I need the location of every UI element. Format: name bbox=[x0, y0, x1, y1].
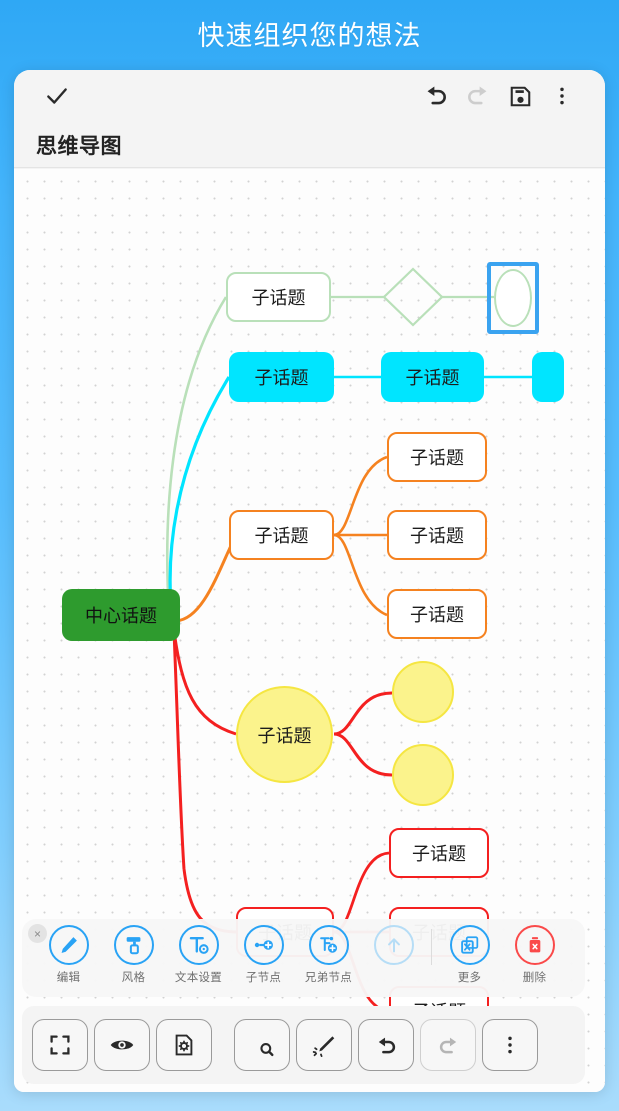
ctx-circle-text-settings bbox=[178, 925, 219, 965]
ctx-label-style: 风格 bbox=[121, 972, 146, 984]
node-label: 子话题 bbox=[405, 368, 460, 388]
eye-icon bbox=[110, 1040, 134, 1050]
ctx-item-more[interactable]: 更多 bbox=[437, 925, 502, 985]
node-label: 子话题 bbox=[410, 526, 464, 546]
magic-button[interactable] bbox=[296, 1019, 352, 1071]
search-button[interactable] bbox=[234, 1019, 290, 1071]
undo-button-bottom[interactable] bbox=[358, 1019, 414, 1071]
mindmap-node-orange-child-3[interactable]: 子话题 bbox=[387, 589, 487, 639]
paint-roller-icon bbox=[126, 937, 140, 955]
confirm-button[interactable] bbox=[36, 75, 78, 117]
overflow-menu-button[interactable] bbox=[541, 75, 583, 117]
node-context-toolbar: × 编辑 风格 bbox=[22, 919, 585, 997]
mindmap-node-green-3[interactable] bbox=[494, 269, 532, 327]
node-label: 中心话题 bbox=[85, 606, 157, 626]
mindmap-node-yellow-parent[interactable]: 子话题 bbox=[236, 686, 333, 783]
mindmap-node-green-1[interactable]: 子话题 bbox=[226, 272, 331, 322]
more-layers-icon bbox=[460, 936, 478, 954]
pencil-icon bbox=[61, 937, 77, 953]
bottom-overflow-button[interactable] bbox=[482, 1019, 538, 1071]
ctx-circle-edit bbox=[48, 925, 89, 965]
magic-wand-icon bbox=[312, 1035, 334, 1057]
node-label: 子话题 bbox=[251, 288, 306, 308]
node-label: 子话题 bbox=[410, 448, 464, 468]
ctx-label-more: 更多 bbox=[457, 972, 482, 984]
mindmap-node-cyan-2[interactable]: 子话题 bbox=[381, 352, 484, 402]
mindmap-node-orange-parent[interactable]: 子话题 bbox=[229, 510, 334, 560]
ctx-label-delete: 删除 bbox=[522, 972, 547, 984]
more-vertical-icon bbox=[560, 87, 564, 105]
node-label: 子话题 bbox=[257, 725, 312, 746]
ctx-label-edit: 编辑 bbox=[56, 972, 81, 984]
node-label: 子话题 bbox=[410, 605, 464, 625]
mindmap-node-yellow-child-2[interactable] bbox=[392, 744, 454, 806]
arrow-up-icon bbox=[387, 938, 400, 953]
fit-screen-icon bbox=[50, 1035, 70, 1055]
ctx-item-text-settings[interactable]: 文本设置 bbox=[166, 925, 231, 985]
mindmap-canvas[interactable]: 子话题 子话题 子话题 子话题 子话题 子话题 子话题 子话题 bbox=[14, 169, 605, 1092]
promo-banner: 快速组织您的想法 bbox=[0, 0, 619, 66]
node-label: 子话题 bbox=[412, 844, 466, 864]
document-title-row[interactable]: 思维导图 bbox=[14, 122, 605, 168]
mindmap-node-red-child-1[interactable]: 子话题 bbox=[389, 828, 489, 878]
mindmap-node-orange-child-2[interactable]: 子话题 bbox=[387, 510, 487, 560]
ctx-label-text-settings: 文本设置 bbox=[174, 972, 223, 984]
document-title: 思维导图 bbox=[36, 134, 122, 158]
search-globe-icon bbox=[253, 1035, 273, 1056]
promo-title: 快速组织您的想法 bbox=[197, 20, 422, 51]
doc-gear-icon bbox=[175, 1034, 193, 1056]
ctx-circle-child-node bbox=[243, 925, 284, 965]
ctx-label-sibling-node: 兄弟节点 bbox=[304, 972, 353, 984]
undo-icon bbox=[427, 86, 446, 105]
mindmap-node-orange-child-1[interactable]: 子话题 bbox=[387, 432, 487, 482]
ctx-circle-delete bbox=[514, 925, 555, 965]
ctx-label-child-node: 子节点 bbox=[245, 972, 282, 984]
ctx-circle-style bbox=[113, 925, 154, 965]
preview-button[interactable] bbox=[94, 1019, 150, 1071]
close-context-toolbar-button[interactable]: × bbox=[28, 924, 47, 943]
fit-screen-button[interactable] bbox=[32, 1019, 88, 1071]
ctx-item-child-node[interactable]: 子节点 bbox=[231, 925, 296, 985]
mindmap-node-yellow-child-1[interactable] bbox=[392, 661, 454, 723]
app-topbar bbox=[14, 70, 605, 122]
child-node-icon bbox=[254, 940, 273, 950]
trash-icon bbox=[529, 937, 540, 953]
more-vertical-icon bbox=[508, 1036, 512, 1054]
ctx-item-style[interactable]: 风格 bbox=[101, 925, 166, 985]
text-settings-icon bbox=[189, 937, 209, 954]
undo-button[interactable] bbox=[415, 75, 457, 117]
undo-icon bbox=[378, 1037, 395, 1053]
check-icon bbox=[47, 88, 67, 104]
redo-button-bottom[interactable] bbox=[420, 1019, 476, 1071]
mindmap-node-cyan-3[interactable] bbox=[532, 352, 564, 402]
ctx-circle-more bbox=[449, 925, 490, 965]
mindmap-node-cyan-1[interactable]: 子话题 bbox=[229, 352, 334, 402]
redo-icon bbox=[439, 1037, 456, 1053]
doc-settings-button[interactable] bbox=[156, 1019, 212, 1071]
node-label: 子话题 bbox=[254, 526, 309, 546]
ctx-item-edit[interactable]: 编辑 bbox=[36, 925, 101, 985]
save-floppy-icon bbox=[510, 86, 530, 106]
context-toolbar-divider bbox=[431, 929, 432, 965]
bottom-toolbar bbox=[22, 1006, 585, 1084]
sibling-node-icon bbox=[319, 936, 337, 953]
redo-button[interactable] bbox=[457, 75, 499, 117]
ctx-circle-sibling-node bbox=[308, 925, 349, 965]
ctx-item-move-up[interactable] bbox=[361, 925, 426, 969]
app-window: 思维导图 bbox=[14, 70, 605, 1092]
ctx-circle-move-up bbox=[373, 925, 414, 965]
ctx-item-delete[interactable]: 删除 bbox=[502, 925, 567, 985]
ctx-item-sibling-node[interactable]: 兄弟节点 bbox=[296, 925, 361, 985]
mindmap-node-center[interactable]: 中心话题 bbox=[62, 589, 180, 641]
save-button[interactable] bbox=[499, 75, 541, 117]
redo-icon bbox=[468, 86, 487, 105]
close-icon: × bbox=[33, 926, 41, 941]
node-label: 子话题 bbox=[254, 368, 309, 388]
